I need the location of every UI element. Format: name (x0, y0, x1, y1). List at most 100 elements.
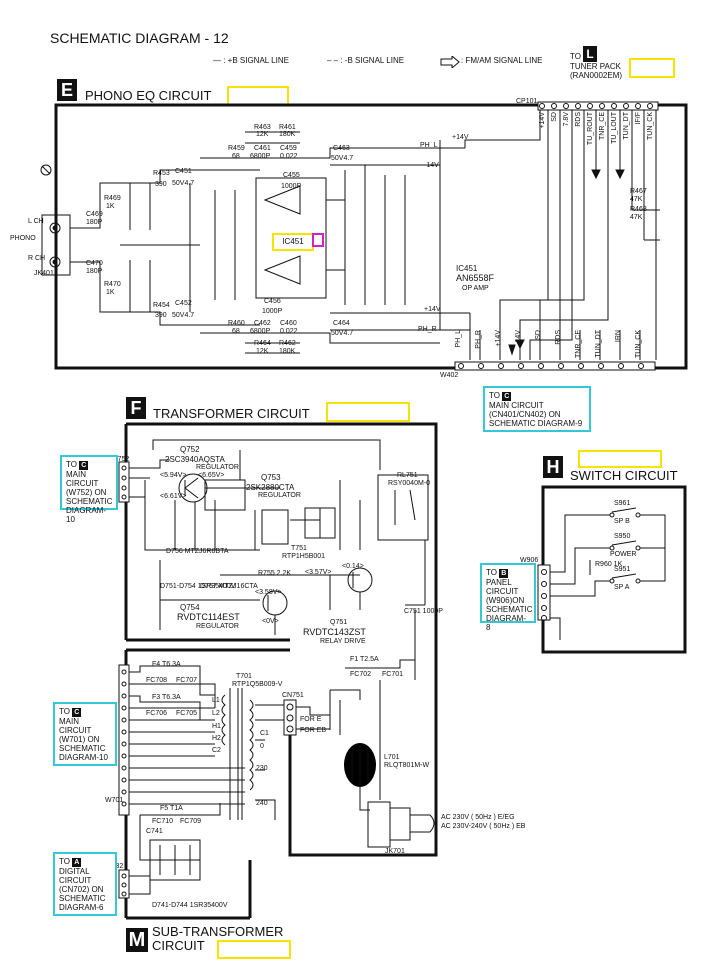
r453: R453 (153, 170, 170, 177)
cn702-line2: CIRCUIT (59, 876, 92, 885)
w-pin-1: PH_L (455, 330, 462, 348)
fuse-f5: F5 T1A (160, 805, 183, 812)
q752-part: 2SC3940AQSTA (165, 455, 225, 464)
ph-l-label: PH_L (420, 142, 438, 149)
tap-240: 240 (256, 800, 268, 807)
lch-label: L CH (28, 218, 44, 225)
s950-label: POWER (610, 551, 637, 558)
fc707: FC707 (176, 677, 198, 684)
connector-main-w752[interactable]: TO C MAIN CIRCUIT (W752) ON SCHEMATIC DI… (60, 455, 118, 524)
w752-to: TO (66, 460, 77, 469)
w402-label: W402 (440, 372, 459, 379)
volt-b: <6.65V> (198, 472, 225, 479)
w-pin-10: TUN_CK (635, 330, 642, 359)
cn401-line2: (CN401/CN402) ON (489, 410, 561, 419)
c463: C463 (333, 145, 350, 152)
c462: C462 (254, 320, 271, 327)
w906-line4: SCHEMATIC (486, 605, 533, 614)
fc709: FC709 (180, 818, 202, 825)
fc705: FC705 (176, 710, 198, 717)
ic451-label: IC451 (272, 233, 314, 251)
q752-role: REGULATOR (196, 464, 239, 471)
q754-role: REGULATOR (196, 623, 239, 630)
r960-label: R960 1K (595, 561, 623, 568)
cp-pin-5: TU_ROUT (587, 112, 594, 146)
volt-c: <6.61V> (160, 493, 187, 500)
fm-am-arrow-icon (440, 54, 460, 73)
cn702-letter: A (72, 858, 82, 867)
cn702-to: TO (59, 857, 70, 866)
r463-val: 12K (256, 131, 269, 138)
c469-val: 180P (86, 219, 103, 226)
w-pin-6: RDS (555, 330, 562, 345)
w-pin-2: PH_R (475, 330, 482, 349)
cp-pin-8: TUN_DT (623, 112, 630, 140)
w752-line2: CIRCUIT (66, 479, 99, 488)
s961-ref: S961 (614, 500, 631, 507)
r459: R459 (228, 145, 245, 152)
c469: C469 (86, 211, 103, 218)
w701-label: W701 (105, 797, 124, 804)
w906-line2: CIRCUIT (486, 587, 519, 596)
fc708: FC708 (146, 677, 168, 684)
c452: C452 (175, 300, 192, 307)
q754-part: RVDTC114EST (177, 612, 240, 622)
c456: C456 (264, 298, 281, 305)
t701-ref: T701 (236, 673, 252, 680)
q753-role: REGULATOR (258, 492, 301, 499)
phono-title: PHONO EQ CIRCUIT (85, 88, 212, 103)
tuner-pack-line1: TUNER PACK (570, 62, 621, 71)
jk401-label: JK401 (34, 270, 54, 277)
cp-pin-4: RDS (575, 112, 582, 127)
c461: C461 (254, 145, 271, 152)
cp-pin-3: 7.8V (563, 112, 570, 127)
page-title: SCHEMATIC DIAGRAM - 12 (50, 30, 229, 46)
tuner-pack-highlight (629, 58, 675, 78)
tap-h1: H1 (212, 723, 221, 730)
cp-pin-1: +14V (539, 112, 546, 129)
volt-a: <5.94V> (160, 472, 187, 479)
w-pin-4: -14V (515, 330, 522, 345)
transformer-letter: F (126, 397, 146, 419)
r755-label: R755 2.2K (258, 570, 292, 577)
cp101-label: CP101 (516, 98, 538, 105)
connector-panel-w906[interactable]: TO B PANEL CIRCUIT (W906)ON SCHEMATIC DI… (480, 563, 536, 632)
fc706: FC706 (146, 710, 168, 717)
r461: R461 (279, 124, 296, 131)
w752-letter: C (79, 461, 89, 470)
fc710: FC710 (152, 818, 174, 825)
r469: R469 (104, 195, 121, 202)
connector-main-cn401[interactable]: TO C MAIN CIRCUIT (CN401/CN402) ON SCHEM… (483, 386, 591, 432)
w906-label: W906 (520, 557, 539, 564)
sub-transformer-letter: M (126, 928, 148, 952)
connector-digital-cn702[interactable]: TO A DIGITAL CIRCUIT (CN702) ON SCHEMATI… (53, 852, 117, 916)
ph-r-label: PH_R (418, 326, 437, 333)
cp-pin-7: TU_LOUT (611, 112, 618, 144)
r461-val: 180K (279, 131, 296, 138)
r469-val: 1K (106, 203, 115, 210)
tap-c1: C1 (260, 730, 269, 737)
l701-part: RLQT801M-W (384, 762, 430, 769)
w752-line5: DIAGRAM-10 (66, 506, 106, 524)
c460: C460 (280, 320, 297, 327)
w701-line2: CIRCUIT (59, 726, 92, 735)
connector-main-w701[interactable]: TO C MAIN CIRCUIT (W701) ON SCHEMATIC DI… (53, 702, 117, 766)
phono-letter: E (57, 79, 77, 101)
jk701-label: JK701 (385, 848, 405, 855)
r460-val: 68 (232, 328, 240, 335)
cn702-line3: (CN702) ON (59, 885, 104, 894)
fuse-f1: F1 T2.5A (350, 656, 379, 663)
q751-part: RVDTC143ZST (303, 627, 366, 637)
r470: R470 (104, 281, 121, 288)
r454-val: 390 (155, 312, 167, 319)
volt-g: <0V> (262, 618, 279, 625)
ac-label-2: AC 230V-240V ( 50Hz ) EB (441, 823, 526, 830)
r462-val: 180K (279, 348, 296, 355)
transformer-highlight (326, 402, 410, 422)
s950-ref: S950 (614, 533, 631, 540)
legend-plus-b: — : +B SIGNAL LINE (213, 56, 289, 65)
w-pin-8: TUN_DT (595, 330, 602, 358)
w752-line4: SCHEMATIC (66, 497, 113, 506)
w-pin-3: +14V (495, 330, 502, 347)
volt-e: <0.14> (342, 563, 364, 570)
